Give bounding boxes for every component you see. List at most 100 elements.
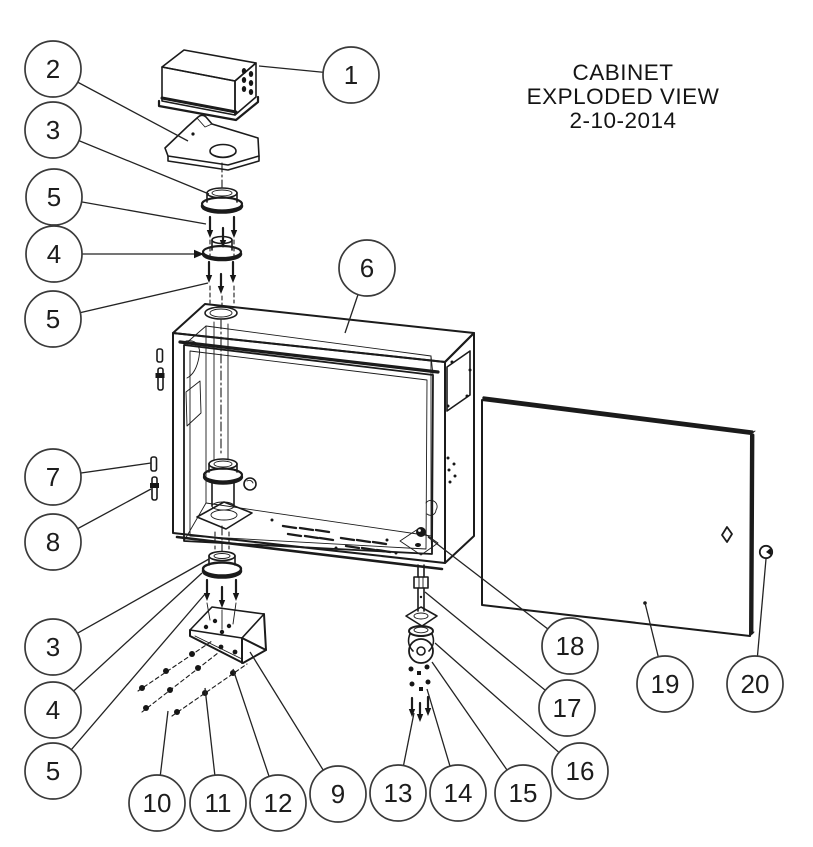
title-line-2: EXPLODED VIEW xyxy=(527,84,720,109)
callout-number-3: 3 xyxy=(46,632,60,662)
part-4-ring-upper xyxy=(201,235,243,262)
callout-number-12: 12 xyxy=(264,788,293,818)
part-2-mounting-bracket xyxy=(164,114,260,171)
callout-number-20: 20 xyxy=(741,669,770,699)
callout-number-4: 4 xyxy=(47,239,61,269)
callout-balloon-3-2: 3 xyxy=(24,101,82,159)
callout-balloon-10-12: 10 xyxy=(128,774,186,832)
callout-circle-18 xyxy=(541,617,599,675)
callout-4-leader-arrowhead xyxy=(194,249,204,259)
title-block: CABINET EXPLODED VIEW 2-10-2014 xyxy=(527,60,720,133)
callout-4-leader-line xyxy=(52,572,203,711)
callout-balloon-7-7: 7 xyxy=(24,448,82,506)
callout-number-16: 16 xyxy=(566,756,595,786)
callout-number-13: 13 xyxy=(384,778,413,808)
callout-number-14: 14 xyxy=(444,778,473,808)
callout-circle-3 xyxy=(24,618,82,676)
callout-balloon-1-0: 1 xyxy=(322,46,380,104)
callout-circle-12 xyxy=(249,774,307,832)
callout-number-19: 19 xyxy=(651,669,680,699)
callout-number-17: 17 xyxy=(553,693,582,723)
callout-16-leader-line xyxy=(434,642,581,772)
callout-circle-11 xyxy=(189,774,247,832)
callout-number-11: 11 xyxy=(205,788,232,818)
callout-number-9: 9 xyxy=(331,779,345,809)
callout-balloon-18-21: 18 xyxy=(541,617,599,675)
callout-circle-5 xyxy=(24,742,82,800)
callout-circle-13 xyxy=(369,764,427,822)
callout-number-3: 3 xyxy=(46,115,60,145)
callout-number-1: 1 xyxy=(344,60,358,90)
callout-circle-7 xyxy=(24,448,82,506)
callout-number-10: 10 xyxy=(143,788,172,818)
callout-circle-4 xyxy=(25,225,83,283)
callout-balloon-16-19: 16 xyxy=(551,742,609,800)
part-16-caster xyxy=(405,606,438,664)
title-line-3: 2-10-2014 xyxy=(569,108,676,133)
callout-balloon-15-18: 15 xyxy=(494,764,552,822)
callout-circle-1 xyxy=(322,46,380,104)
part-17-leg-rod xyxy=(413,564,429,612)
callout-balloon-4-10: 4 xyxy=(24,681,82,739)
callout-circle-5 xyxy=(25,168,83,226)
callout-circle-17 xyxy=(538,679,596,737)
callout-circle-20 xyxy=(726,655,784,713)
callout-balloon-11-13: 11 xyxy=(189,774,247,832)
part-6-cabinet-body xyxy=(172,303,475,571)
callout-circle-16 xyxy=(551,742,609,800)
callout-number-6: 6 xyxy=(360,253,374,283)
callout-circle-15 xyxy=(494,764,552,822)
callout-number-5: 5 xyxy=(46,304,60,334)
callout-circle-19 xyxy=(636,655,694,713)
callout-number-7: 7 xyxy=(46,462,60,492)
callout-balloon-17-20: 17 xyxy=(538,679,596,737)
part-20-lock-knob xyxy=(758,544,774,560)
callout-balloon-20-23: 20 xyxy=(726,655,784,713)
callout-balloon-5-3: 5 xyxy=(25,168,83,226)
callout-circle-3 xyxy=(24,101,82,159)
callout-balloon-4-4: 4 xyxy=(25,225,83,283)
part-3-4-bushing-lower xyxy=(201,525,243,579)
callout-balloon-9-15: 9 xyxy=(309,765,367,823)
title-line-1: CABINET xyxy=(572,60,673,85)
door-keyhole xyxy=(721,526,733,543)
callout-number-4: 4 xyxy=(46,695,60,725)
callout-circle-4 xyxy=(24,681,82,739)
callout-balloon-13-16: 13 xyxy=(369,764,427,822)
part-5-screws-lower xyxy=(203,578,240,630)
part-13-14-15-hardware xyxy=(408,664,432,722)
callout-number-2: 2 xyxy=(46,54,60,84)
part-5-screws-upper xyxy=(206,215,238,261)
part-1-junction-box xyxy=(157,49,260,122)
callout-number-5: 5 xyxy=(46,756,60,786)
callout-balloon-2-1: 2 xyxy=(24,40,82,98)
part-3-bushing-interior xyxy=(196,458,257,530)
callout-circle-5 xyxy=(24,290,82,348)
callout-balloon-5-5: 5 xyxy=(24,290,82,348)
callout-balloon-14-17: 14 xyxy=(429,764,487,822)
callout-balloon-3-9: 3 xyxy=(24,618,82,676)
callout-3-leader-line xyxy=(52,558,210,648)
callout-number-8: 8 xyxy=(46,527,60,557)
callout-17-leader-line xyxy=(424,591,568,709)
callout-5-leader-line xyxy=(52,593,206,772)
part-3-bushing-upper xyxy=(200,162,244,214)
callout-number-15: 15 xyxy=(509,778,538,808)
callout-balloon-12-14: 12 xyxy=(249,774,307,832)
callout-circle-10 xyxy=(128,774,186,832)
callout-balloon-6-6: 6 xyxy=(338,239,396,297)
callout-number-18: 18 xyxy=(556,631,585,661)
part-5-screws-mid xyxy=(205,260,237,311)
callout-circle-8 xyxy=(24,513,82,571)
callout-balloon-8-8: 8 xyxy=(24,513,82,571)
callout-circle-9 xyxy=(309,765,367,823)
callout-18-leader-line xyxy=(427,536,571,647)
part-10-11-12-screws xyxy=(137,640,248,717)
callout-balloon-5-11: 5 xyxy=(24,742,82,800)
callout-balloon-19-22: 19 xyxy=(636,655,694,713)
callout-circle-14 xyxy=(429,764,487,822)
part-7-8-pins xyxy=(150,348,165,501)
part-19-door xyxy=(481,396,756,637)
